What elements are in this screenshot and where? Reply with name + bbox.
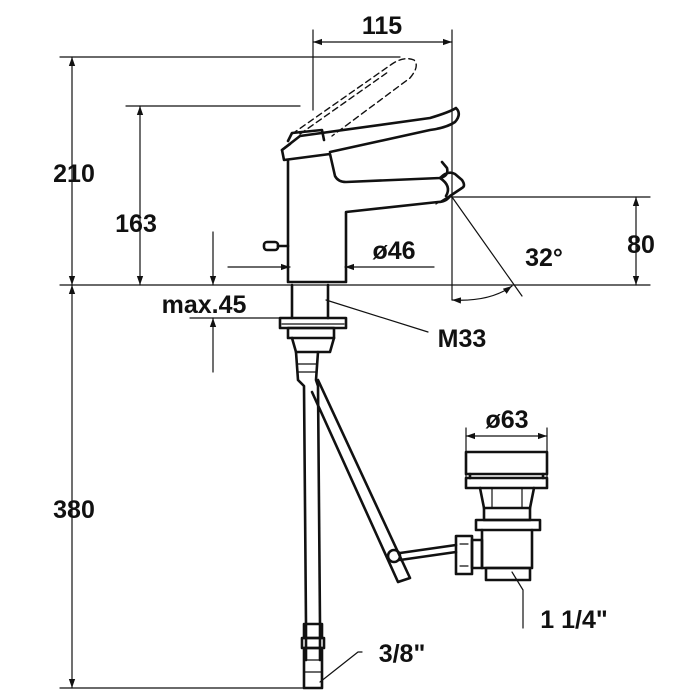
- label-210: 210: [53, 160, 95, 188]
- label-diameter-63: ø63: [485, 406, 528, 434]
- label-115: 115: [362, 12, 402, 40]
- label-3-8: 3/8": [379, 640, 426, 668]
- label-80: 80: [627, 231, 655, 259]
- drain-assembly: [454, 450, 549, 582]
- angle-arc: [451, 285, 513, 304]
- label-163: 163: [115, 210, 157, 238]
- label-diameter-46: ø46: [372, 237, 415, 265]
- dimension-labels: 115 210 163 80 32° ø46 max.45 M33 380 ø6…: [53, 12, 655, 668]
- label-max-45: max.45: [162, 291, 247, 319]
- label-1-1-4: 1 1/4": [540, 606, 607, 634]
- label-380: 380: [53, 496, 95, 524]
- dimension-lines: [68, 38, 640, 689]
- extension-lines: [59, 29, 651, 689]
- label-m33: M33: [438, 325, 487, 353]
- faucet-body: [262, 57, 466, 284]
- mounting-assembly: [278, 283, 458, 690]
- label-32-degrees: 32°: [525, 244, 563, 272]
